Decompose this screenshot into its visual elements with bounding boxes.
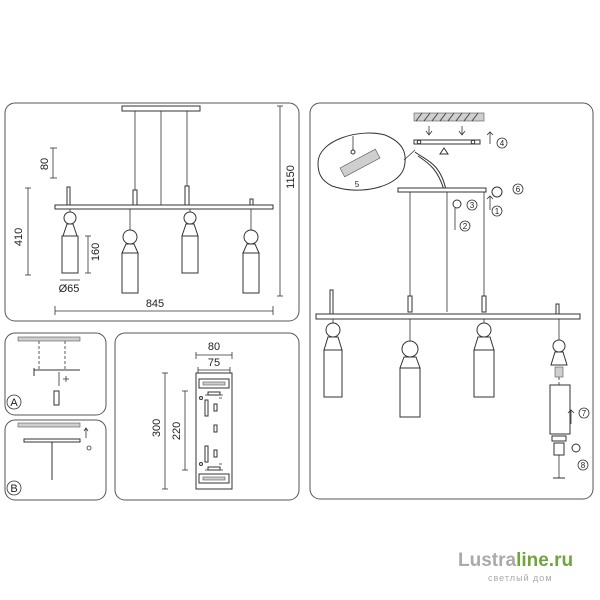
- dimension-panel: [4, 102, 300, 322]
- detail-b-drawing: [17, 422, 92, 480]
- dim-height-body: 410: [13, 228, 25, 246]
- dim-width: 845: [146, 298, 164, 310]
- brand-name: Lustraline.ru: [458, 550, 573, 571]
- dim-plate-width-inner: 75: [208, 357, 220, 369]
- lamp-elevation-drawing: [54, 105, 274, 294]
- ceiling: [413, 112, 485, 122]
- assembly-canopy: [397, 187, 487, 193]
- shade-3: [181, 235, 199, 274]
- lamp-bar: [54, 204, 274, 210]
- dimension-lines: [25, 105, 283, 315]
- plate-dimension-lines: [162, 352, 233, 490]
- shade-1: [61, 235, 79, 274]
- detail-a-label: A: [10, 397, 18, 409]
- detail-a-badge: [6, 394, 22, 410]
- step-3-label: 3: [470, 201, 475, 210]
- step-2-label: 2: [463, 222, 468, 231]
- assembly-lamp-bar: [315, 313, 581, 320]
- shade-2: [121, 252, 139, 294]
- detail-b-panel: [4, 419, 107, 501]
- dim-shade-diameter: Ø65: [59, 283, 80, 295]
- detail-a-panel: [4, 332, 107, 416]
- mounting-plate-panel: [114, 332, 300, 501]
- assembly-drawing: [315, 112, 581, 479]
- assembly-shade-4: [549, 384, 571, 435]
- dim-total-height: 1150: [285, 165, 297, 189]
- assembly-shade-1: [323, 349, 343, 398]
- zoom-bubble: [317, 132, 406, 191]
- assembly-mount-bar: [413, 139, 481, 145]
- step-4-label: 4: [500, 139, 505, 148]
- step-5-label: 5: [355, 180, 360, 189]
- step-badges: 1 2 3 4 5 6 7 8: [355, 137, 590, 471]
- step-6-label: 6: [516, 185, 521, 194]
- brand-watermark: Lustraline.ru светлый дом: [458, 550, 573, 583]
- dim-plate-length: 300: [151, 419, 163, 437]
- detail-a-drawing: [17, 336, 81, 406]
- assembly-shade-3: [473, 349, 495, 398]
- dim-plate-width-outer: 80: [208, 341, 220, 353]
- step-7-label: 7: [582, 409, 587, 418]
- detail-b-badge: [6, 480, 22, 496]
- detail-b-label: B: [10, 483, 17, 495]
- dim-plate-hole-spacing: 220: [171, 422, 183, 440]
- mounting-plate-drawing: [195, 372, 233, 490]
- assembly-panel: [309, 102, 594, 500]
- step-1-label: 1: [495, 207, 500, 216]
- assembly-shade-2: [399, 367, 421, 418]
- shade-4: [242, 252, 260, 294]
- step-8-label: 8: [581, 461, 586, 470]
- canopy: [121, 105, 201, 112]
- dim-height-top: 80: [39, 158, 51, 170]
- dim-shade-height: 160: [90, 243, 102, 261]
- brand-tagline: светлый дом: [488, 573, 553, 583]
